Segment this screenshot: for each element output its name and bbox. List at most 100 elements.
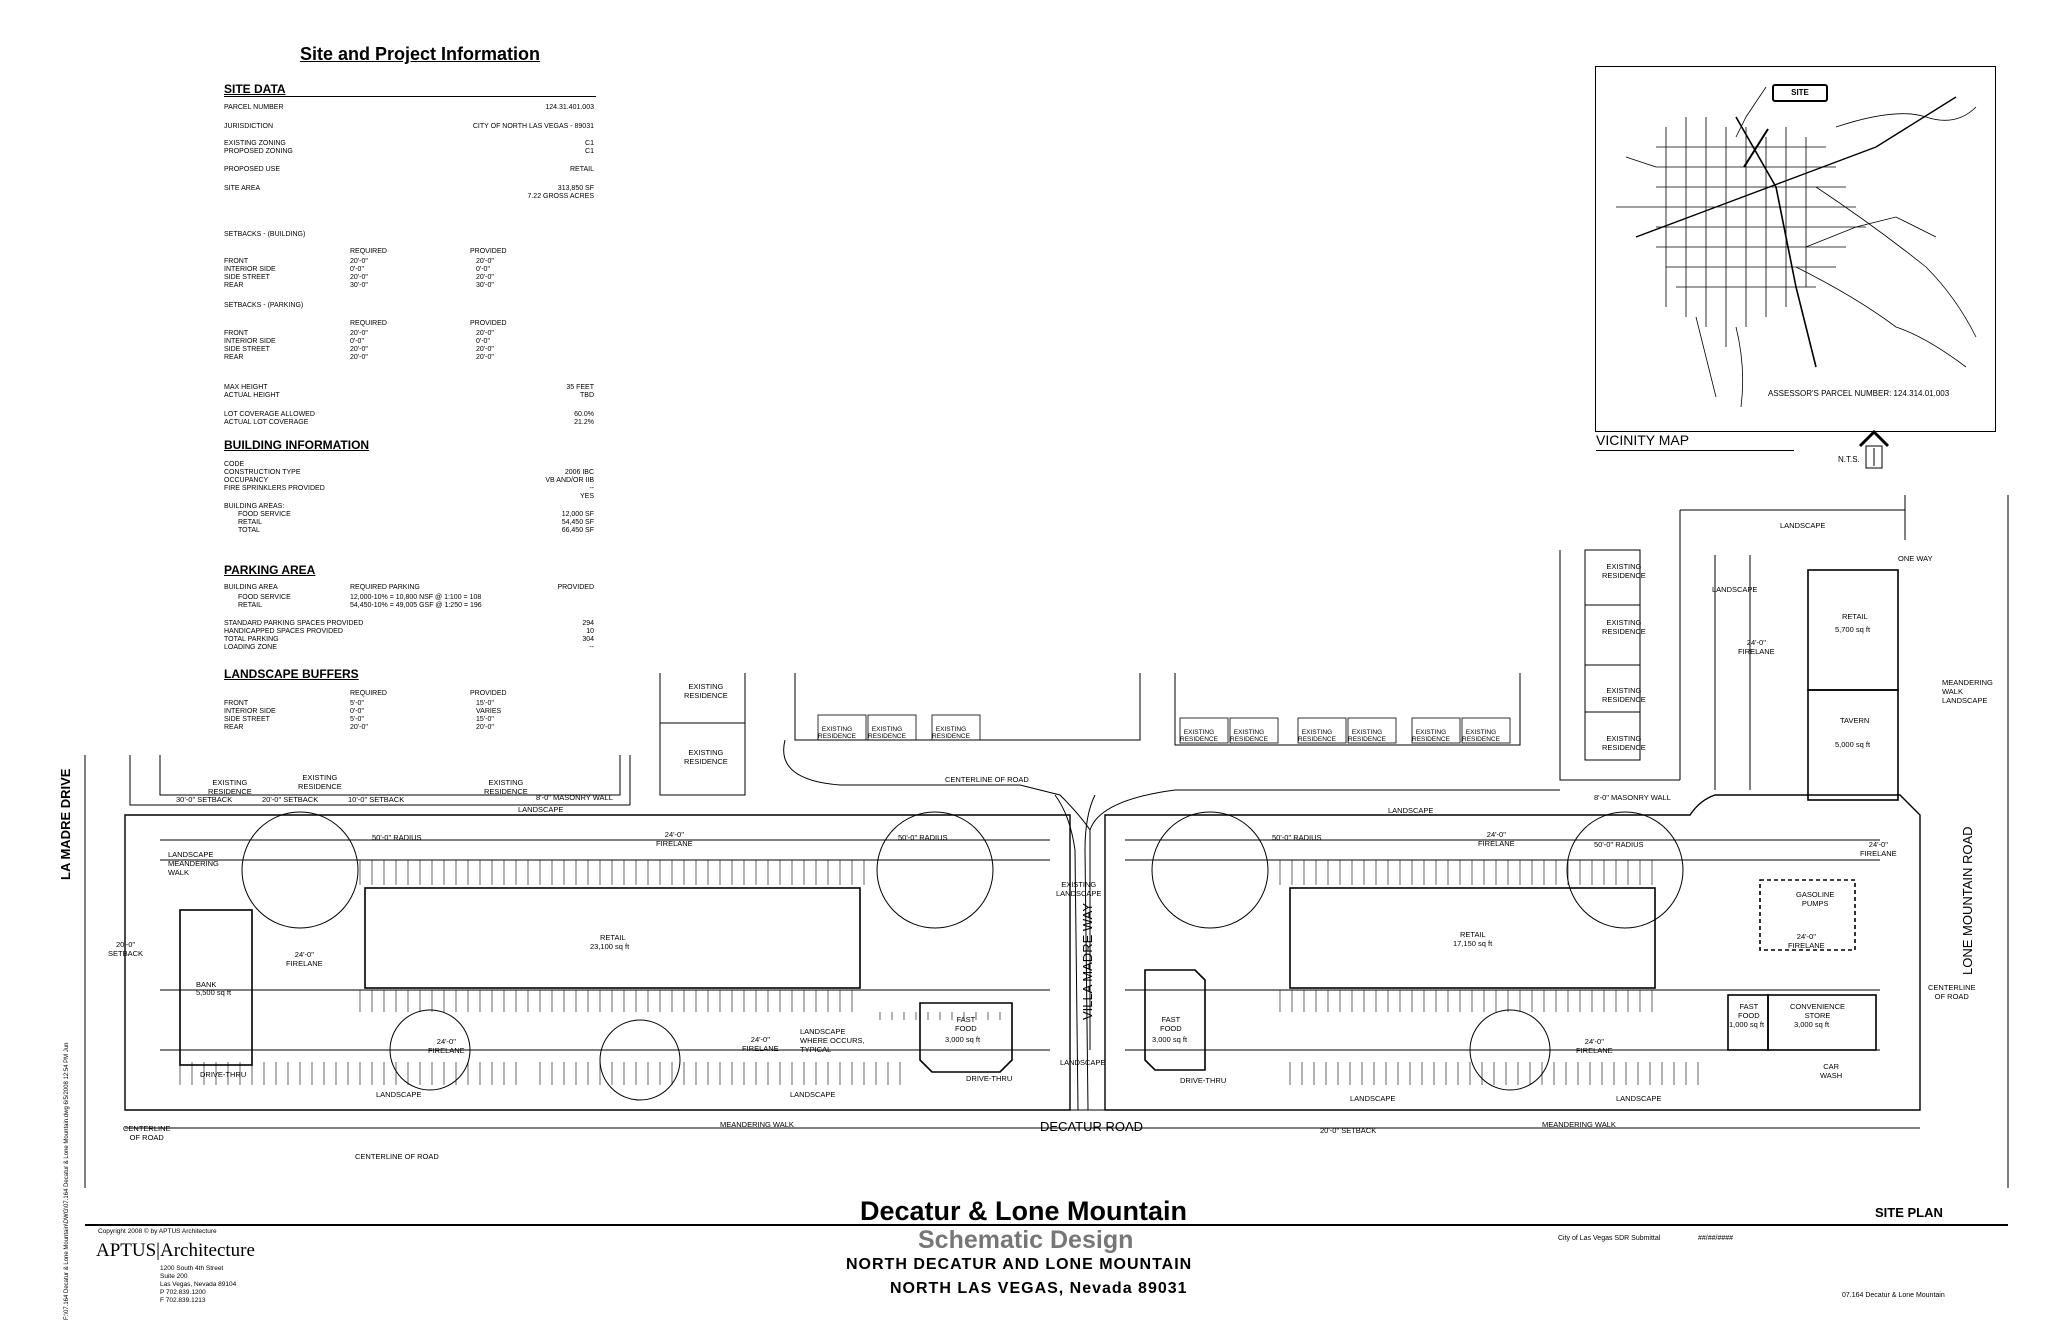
col-header: PROVIDED [470, 690, 507, 697]
row-value: YES [579, 493, 594, 500]
row-key: REAR [224, 354, 244, 361]
row-key: SIDE STREET [224, 346, 270, 353]
row-value: 7.22 GROSS ACRES [527, 193, 594, 200]
fast-food-2-label: FAST FOOD [1160, 1015, 1182, 1033]
submittal-label: City of Las Vegas SDR Submittal [1558, 1235, 1661, 1242]
row-key: LOT COVERAGE ALLOWED [224, 411, 315, 418]
row-provided: 20'-0" [476, 724, 494, 731]
row-required: 5'-0" [350, 716, 364, 723]
meandering-walk-label: MEANDERING WALK [1542, 1120, 1616, 1129]
row-value: 66,450 SF [561, 527, 594, 534]
row-provided: VARIES [476, 708, 502, 715]
firelane-label: 24'-0" FIRELANE [1860, 840, 1897, 858]
row-key: PROPOSED ZONING [224, 148, 293, 155]
row-key: FIRE SPRINKLERS PROVIDED [224, 485, 325, 492]
convenience-store-area: 3,000 sq ft [1794, 1020, 1830, 1029]
row-key: EXISTING ZONING [224, 140, 286, 147]
setback-label: 20'-0" SETBACK [1320, 1126, 1377, 1135]
firelane-label: 24'-0" FIRELANE [428, 1037, 465, 1055]
landscape-label: LANDSCAPE [518, 805, 564, 814]
north-arrow-icon [1858, 430, 1890, 469]
row-provided: 0'-0" [476, 266, 490, 273]
col-header: REQUIRED [350, 320, 387, 327]
info-title: Site and Project Information [300, 44, 541, 64]
row-value: 12,000 SF [561, 511, 594, 518]
row-required: 20'-0" [350, 258, 368, 265]
radius-label: 50'-0" RADIUS [898, 833, 948, 842]
col-header: PROVIDED [470, 320, 507, 327]
street-lone-mountain: LONE MOUNTAIN ROAD [1960, 826, 1975, 975]
landscape-label: LANDSCAPE [1712, 585, 1758, 594]
sheet-title: SITE PLAN [1875, 1205, 1943, 1220]
setback-label: 10'-0" SETBACK [348, 795, 405, 804]
row-value: -- [589, 485, 594, 492]
fast-food-building-1 [919, 1002, 1013, 1073]
retail-2-area: 17,150 sq ft [1453, 939, 1493, 948]
fast-food-building-2 [1144, 969, 1206, 1071]
row-value: C1 [585, 140, 594, 147]
row-value: 35 FEET [566, 384, 594, 391]
row-formula: 12,000-10% = 10,800 NSF @ 1:100 = 108 [350, 594, 482, 601]
landscape-label: LANDSCAPE [376, 1090, 422, 1099]
row-key: LOADING ZONE [224, 644, 277, 651]
row-key: REAR [224, 282, 244, 289]
row-key: BUILDING AREAS: [224, 503, 285, 510]
row-key: OCCUPANCY [224, 477, 269, 484]
vicinity-map-title: VICINITY MAP [1596, 432, 1690, 448]
firelane-label: 24'-0" FIRELANE [1478, 830, 1515, 848]
row-key: PARCEL NUMBER [224, 104, 284, 111]
row-provided: 15'-0" [476, 716, 494, 723]
vicinity-map-frame [1595, 66, 1996, 432]
copyright: Copyright 2008 © by APTUS Architecture [98, 1228, 217, 1235]
existing-residence-label: EXISTING RESIDENCE [684, 748, 728, 766]
row-key: FRONT [224, 330, 249, 337]
tavern-area: 5,000 sq ft [1835, 740, 1871, 749]
street-la-madre: LA MADRE DRIVE [58, 768, 73, 880]
existing-residence-label: EXISTING RESIDENCE [932, 726, 970, 740]
row-value: 304 [582, 636, 594, 643]
landscape-label: LANDSCAPE [1388, 806, 1434, 815]
existing-residence-label: EXISTING RESIDENCE [484, 778, 528, 796]
project-title: Decatur & Lone Mountain [860, 1196, 1188, 1226]
row-value: 124.31.401.003 [545, 104, 594, 111]
row-key: RETAIL [238, 602, 262, 609]
retail-3-label: RETAIL [1842, 612, 1868, 621]
row-required: 30'-0" [350, 282, 368, 289]
bank-area: 5,500 sq ft [196, 988, 232, 997]
centerline-label: CENTERLINE OF ROAD [945, 775, 1029, 784]
row-provided: 20'-0" [476, 274, 494, 281]
centerline-label: CENTERLINE OF ROAD [1928, 983, 1976, 1001]
existing-residence-label: EXISTING RESIDENCE [298, 773, 342, 791]
drive-thru-label: DRIVE-THRU [1180, 1076, 1227, 1085]
retail-1-area: 23,100 sq ft [590, 942, 630, 951]
row-provided: 20'-0" [476, 354, 494, 361]
firelane-label: 24'-0" FIRELANE [1738, 638, 1775, 656]
landscape-label: LANDSCAPE [1616, 1094, 1662, 1103]
existing-residence-label: EXISTING RESIDENCE [1412, 729, 1450, 743]
row-value: 21.2% [574, 419, 594, 426]
vicinity-title-rule [1596, 450, 1794, 451]
vicinity-map-streets [1616, 86, 1977, 408]
landscape-label: LANDSCAPE [1780, 521, 1826, 530]
firm-logo: APTUS|Architecture [96, 1240, 255, 1261]
row-key: HANDICAPPED SPACES PROVIDED [224, 628, 343, 635]
landscape-label: LANDSCAPE [1060, 1058, 1106, 1067]
row-value: 2006 IBC [564, 469, 594, 476]
row-key: INTERIOR SIDE [224, 708, 276, 715]
convenience-store-label: CONVENIENCE STORE [1790, 1002, 1846, 1020]
firelane-label: 24'-0" FIRELANE [286, 950, 323, 968]
bank-building [179, 909, 253, 1066]
row-value: 10 [586, 628, 594, 635]
landscape-label: LANDSCAPE [1350, 1094, 1396, 1103]
row-key: JURISDICTION [224, 123, 273, 130]
col-header: REQUIRED [350, 248, 387, 255]
row-key: TOTAL PARKING [224, 636, 279, 643]
retail-1-label: RETAIL [600, 933, 626, 942]
row-key: FOOD SERVICE [238, 594, 291, 601]
row-key: CONSTRUCTION TYPE [224, 469, 301, 476]
col-header: REQUIRED [350, 690, 387, 697]
col-header: REQUIRED PARKING [350, 584, 420, 591]
row-value: C1 [585, 148, 594, 155]
fast-food-3-label: FAST FOOD [1738, 1002, 1760, 1020]
